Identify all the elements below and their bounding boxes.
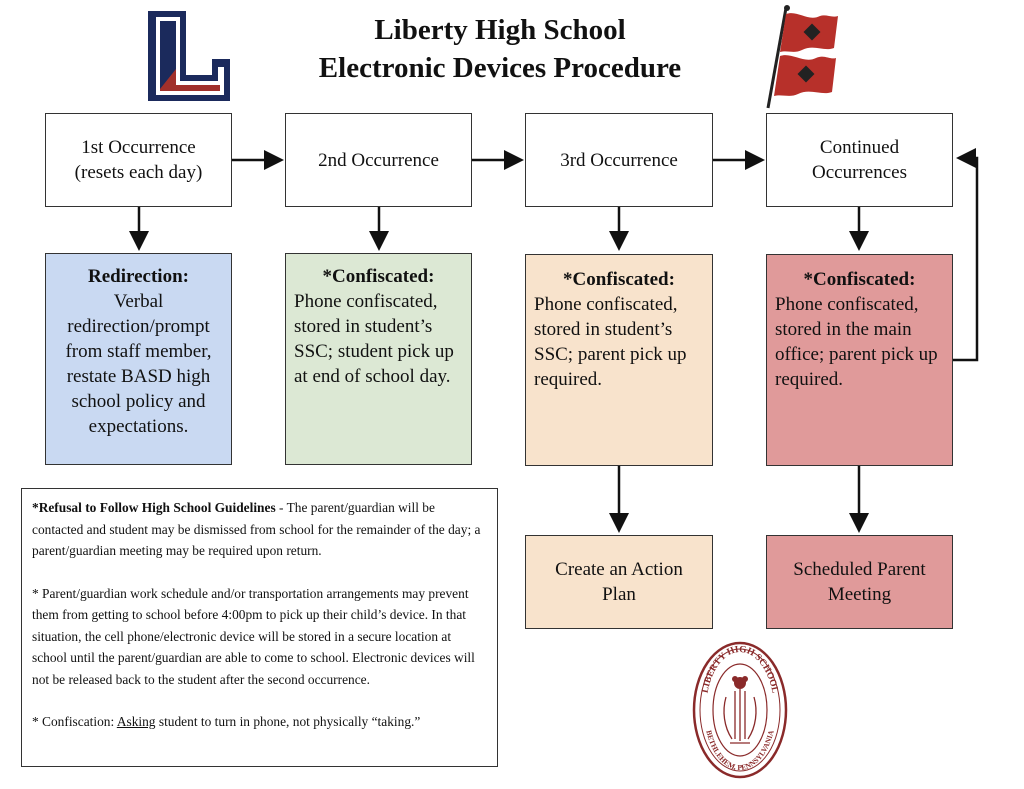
note-confiscation-prefix: * Confiscation: <box>32 714 117 729</box>
step-3-label: 3rd Occurrence <box>560 149 678 171</box>
consequence-1-body: Verbal redirection/prompt from staff mem… <box>65 291 212 437</box>
note-confiscation-underlined: Asking <box>116 714 156 729</box>
notes-box: *Refusal to Follow High School Guideline… <box>21 488 498 767</box>
consequence-2-body: Phone confiscated, stored in student’s S… <box>294 291 454 387</box>
step-continued-occurrences: Continued Occurrences <box>766 113 953 207</box>
consequence-2nd: *Confiscated: Phone confiscated, stored … <box>285 253 472 465</box>
consequence-4-title: *Confiscated: <box>803 269 916 290</box>
school-seal: LIBERTY HIGH SCHOOL BETHLEHEM, PENNSYLVA… <box>692 641 788 779</box>
note-refusal: *Refusal to Follow High School Guideline… <box>32 497 487 562</box>
note-schedule: * Parent/guardian work schedule and/or t… <box>32 585 475 687</box>
consequence-2-title: *Confiscated: <box>322 266 435 287</box>
step-4-line-2: Occurrences <box>812 162 907 183</box>
step-2-label: 2nd Occurrence <box>318 149 439 171</box>
step-1-line-1: 1st Occurrence <box>81 137 196 158</box>
step-4-line-1: Continued <box>819 137 900 158</box>
note-confiscation: * Confiscation: Asking student to turn i… <box>32 711 487 733</box>
note-refusal-text: - The parent/guardian will be contacted … <box>32 500 481 558</box>
followup-1-line-1: Create an Action <box>555 559 683 580</box>
page-title: Liberty High School Electronic Devices P… <box>250 11 750 87</box>
consequence-redirection: Redirection: Verbal redirection/prompt f… <box>45 253 232 465</box>
consequence-continued: *Confiscated: Phone confiscated, stored … <box>766 254 953 466</box>
note-refusal-title: *Refusal to Follow High School Guideline… <box>32 500 276 515</box>
title-line-1: Liberty High School <box>374 14 626 46</box>
consequence-3-body: Phone confiscated, stored in student’s S… <box>534 294 687 390</box>
note-confiscation-rest: student to turn in phone, not physically… <box>155 714 421 729</box>
title-line-2: Electronic Devices Procedure <box>318 52 682 84</box>
followup-2-line-2: Meeting <box>827 584 892 605</box>
arrow-loop-back <box>952 148 979 362</box>
consequence-3rd: *Confiscated: Phone confiscated, stored … <box>525 254 713 466</box>
consequence-1-title: Redirection: <box>88 266 189 287</box>
step-3rd-occurrence: 3rd Occurrence <box>525 113 713 207</box>
followup-1-line-2: Plan <box>602 584 636 605</box>
step-1st-occurrence: 1st Occurrence (resets each day) <box>45 113 232 207</box>
consequence-3-title: *Confiscated: <box>563 269 675 290</box>
followup-2-line-1: Scheduled Parent <box>793 559 926 580</box>
consequence-4-body: Phone confiscated, stored in the main of… <box>775 294 938 390</box>
flag-logo <box>766 5 838 109</box>
school-l-logo <box>148 11 230 101</box>
step-2nd-occurrence: 2nd Occurrence <box>285 113 472 207</box>
step-1-line-2: (resets each day) <box>74 162 203 183</box>
followup-action-plan: Create an Action Plan <box>525 535 713 629</box>
followup-parent-meeting: Scheduled Parent Meeting <box>766 535 953 629</box>
